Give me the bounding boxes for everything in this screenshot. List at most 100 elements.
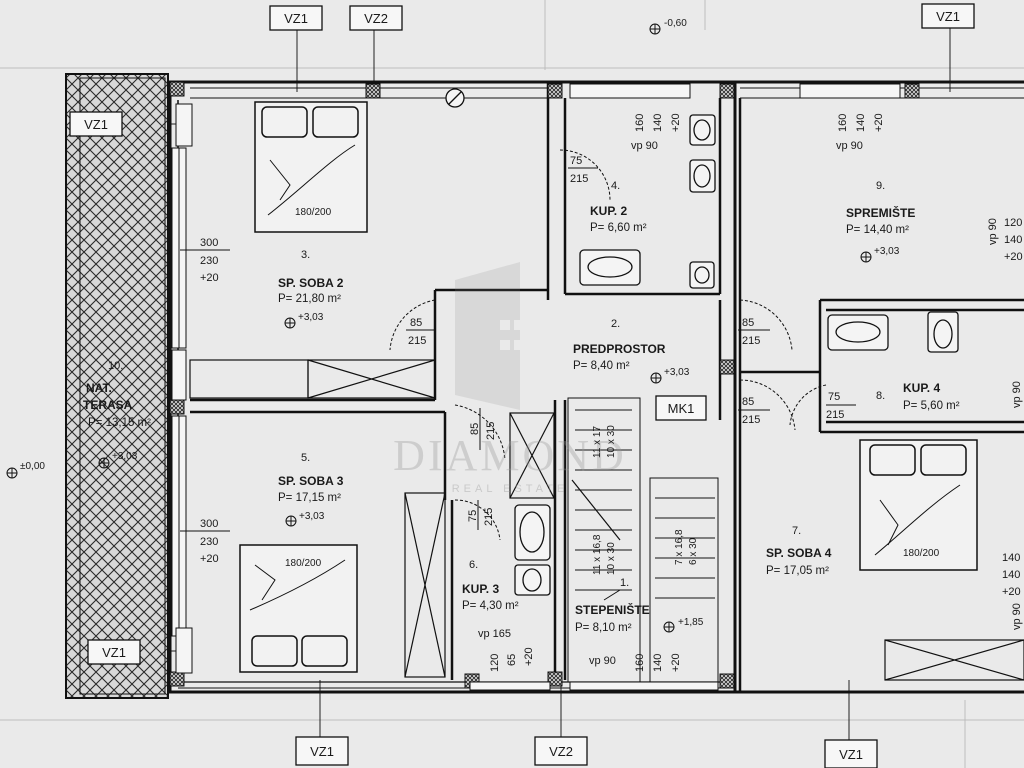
bed-room3 <box>254 101 368 233</box>
window-kup2-vp: vp 90 <box>631 140 658 152</box>
room-5-number: 5. <box>301 452 310 464</box>
window-spremiste-sill: +20 <box>873 113 885 132</box>
room-4-area: P= 6,60 m² <box>590 222 647 234</box>
watermark-logo <box>455 262 524 410</box>
window-soba2-sill: +20 <box>200 272 219 284</box>
stairs-mid-b: 10 x 30 <box>606 542 617 575</box>
room-10-number: 10. <box>108 360 123 372</box>
door-kup3-height: 215 <box>483 508 495 526</box>
window-right-bottom-w: 140 <box>1002 552 1020 564</box>
windows <box>171 83 901 691</box>
room-10-name-line1: NAT. <box>86 381 112 395</box>
bed-room5 <box>239 544 358 673</box>
columns <box>169 81 920 689</box>
level-room9: +3,03 <box>874 246 900 257</box>
axis-tag-vz1-top-left: VZ1 <box>284 11 308 26</box>
door-dim-lines <box>406 167 856 530</box>
window-right-bottom-sill: +20 <box>1002 586 1021 598</box>
window-kup3-w: 120 <box>489 654 501 672</box>
room-6-name: KUP. 3 <box>462 582 499 596</box>
axis-tags <box>69 3 975 768</box>
window-kup3-h: 65 <box>506 654 518 666</box>
room-5-name: SP. SOBA 3 <box>278 474 344 488</box>
axis-tag-vz1-bottom-left: VZ1 <box>310 744 334 759</box>
room-9-number: 9. <box>876 180 885 192</box>
stairs-r-a: 7 x 16,8 <box>674 529 685 565</box>
room-1-area: P= 8,10 m² <box>575 622 632 634</box>
watermark-brand: DIAMOND <box>393 431 627 480</box>
room-8-number: 8. <box>876 390 885 402</box>
axis-tag-vz1-top-right: VZ1 <box>936 9 960 24</box>
sanitary-fixtures <box>445 88 959 596</box>
door-kup3-width: 75 <box>467 510 479 522</box>
stairs-r-b: 6 x 30 <box>688 537 699 565</box>
window-dim-lines <box>180 249 230 532</box>
room-2-number: 2. <box>611 318 620 330</box>
room-8-name: KUP. 4 <box>903 381 940 395</box>
window-soba2-h: 230 <box>200 255 218 267</box>
window-stairs-w: 160 <box>634 654 646 672</box>
door-kup4-height: 215 <box>826 409 844 421</box>
axis-tag-vz2-bottom: VZ2 <box>549 744 573 759</box>
terrace-inner-border <box>79 77 166 695</box>
room-8-area: P= 5,60 m² <box>903 400 960 412</box>
window-right-top-sill: +20 <box>1004 251 1023 263</box>
room-4-number: 4. <box>611 180 620 192</box>
window-right-bottom-h: 140 <box>1002 569 1020 581</box>
door-pred-r1-width: 85 <box>742 317 754 329</box>
stairs-up-b: 10 x 30 <box>606 425 617 458</box>
room-9-area: P= 14,40 m² <box>846 224 909 236</box>
axis-tag-mk1: MK1 <box>668 401 695 416</box>
window-soba3-w: 300 <box>200 518 218 530</box>
room-7-area: P= 17,05 m² <box>766 565 829 577</box>
room-2-name: PREDPROSTOR <box>573 342 666 356</box>
stairs-up-a: 11 x 17 <box>592 426 603 458</box>
room-7-name: SP. SOBA 4 <box>766 546 832 560</box>
window-right-top-vp: vp 90 <box>987 218 999 245</box>
terrace-hatch <box>65 73 169 699</box>
door-kup2-width: 75 <box>570 155 582 167</box>
room-4-name: KUP. 2 <box>590 204 627 218</box>
door-pred-r1-height: 215 <box>742 335 760 347</box>
window-kup4-side-vp: vp 90 <box>1011 381 1023 408</box>
window-spremiste-w: 160 <box>837 114 849 132</box>
level-room5: +3,03 <box>299 511 325 522</box>
door-soba2-width: 85 <box>410 317 422 329</box>
interior-walls <box>190 82 1024 692</box>
window-soba3-sill: +20 <box>200 553 219 565</box>
room-3-name: SP. SOBA 2 <box>278 276 344 290</box>
window-kup2-sill: +20 <box>670 113 682 132</box>
window-spremiste-vp: vp 90 <box>836 140 863 152</box>
room-1-number: 1. <box>620 577 629 589</box>
level-outside-top: -0,60 <box>664 18 687 29</box>
room-6-number: 6. <box>469 559 478 571</box>
axis-tag-vz1-left-lower: VZ1 <box>102 645 126 660</box>
window-stairs-h: 140 <box>652 654 664 672</box>
level-ground: ±0,00 <box>20 461 45 472</box>
level-room2: +3,03 <box>664 367 690 378</box>
window-kup3-vp: vp 165 <box>478 628 511 640</box>
window-right-top-w: 120 <box>1004 217 1022 229</box>
door-soba2-height: 215 <box>408 335 426 347</box>
window-soba3-h: 230 <box>200 536 218 548</box>
window-kup2-w: 160 <box>634 114 646 132</box>
door-kup4-width: 75 <box>828 391 840 403</box>
axis-tag-vz1-left-upper: VZ1 <box>84 117 108 132</box>
door-pred-r2-width: 85 <box>742 396 754 408</box>
room-1-name: STEPENIŠTE <box>575 602 650 617</box>
window-stairs-vp: vp 90 <box>589 655 616 667</box>
level-markers <box>6 23 872 633</box>
stairs-mid-a: 11 x 16,8 <box>592 534 603 575</box>
stairs <box>567 397 719 683</box>
level-stairs: +1,85 <box>678 617 704 628</box>
window-right-bottom-vp: vp 90 <box>1011 603 1023 630</box>
room-7-number: 7. <box>792 525 801 537</box>
door-pred-r2-height: 215 <box>742 414 760 426</box>
window-kup2-h: 140 <box>652 114 664 132</box>
bed-room7 <box>859 439 978 571</box>
window-right-top-h: 140 <box>1004 234 1022 246</box>
level-terrace: +3,03 <box>112 451 138 462</box>
level-room3: +3,03 <box>298 312 324 323</box>
axis-tag-vz1-bottom-right: VZ1 <box>839 747 863 762</box>
